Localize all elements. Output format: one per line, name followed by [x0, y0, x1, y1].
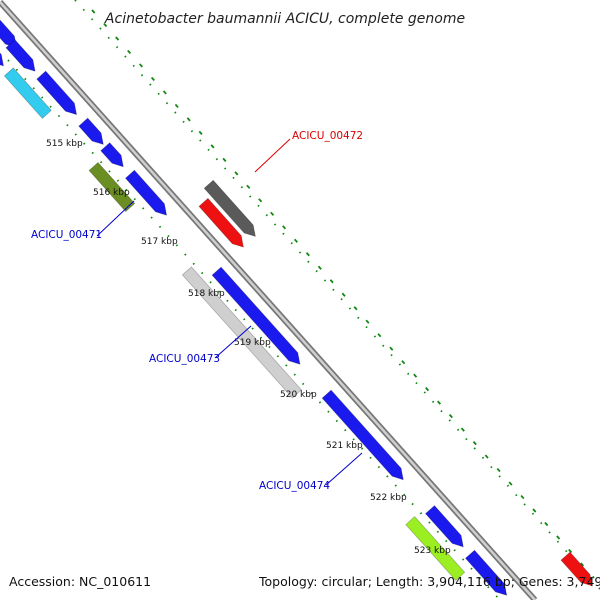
gene-feature[interactable]	[100, 142, 124, 168]
gene-feature[interactable]	[405, 516, 466, 581]
gene-features	[0, 19, 593, 596]
guide-line	[91, 9, 595, 579]
accession-text: Accession: NC_010611	[9, 574, 151, 589]
gene-feature[interactable]	[424, 505, 464, 548]
leader-line	[96, 200, 135, 237]
guide-line	[74, 0, 600, 590]
genome-backbone	[0, 0, 538, 600]
gene-name-labels: ACICU_00472 ACICU_00471 ACICU_00473 ACIC…	[31, 130, 363, 492]
gene-feature[interactable]	[3, 67, 52, 119]
gene-feature[interactable]	[203, 179, 256, 237]
gene-feature[interactable]	[36, 70, 78, 116]
leader-line	[214, 325, 252, 359]
gene-feature[interactable]	[124, 169, 168, 216]
kbp-label: 521 kbp	[326, 441, 363, 451]
gene-feature-acicu-00473-partner[interactable]	[211, 266, 301, 365]
kbp-label: 520 kbp	[280, 390, 317, 400]
topology-text: Topology: circular; Length: 3,904,116 bp…	[258, 574, 600, 589]
gene-feature-acicu-00473[interactable]	[181, 266, 302, 399]
kbp-label: 517 kbp	[141, 237, 178, 247]
gene-label-acicu-00472[interactable]: ACICU_00472	[292, 130, 363, 142]
gene-feature[interactable]	[464, 549, 508, 596]
kbp-label: 516 kbp	[93, 188, 130, 198]
leader-line	[254, 138, 291, 173]
kbp-label: 522 kbp	[370, 493, 407, 503]
kbp-label: 518 kbp	[188, 289, 225, 299]
kbp-label: 515 kbp	[46, 139, 83, 149]
leader-line	[325, 452, 363, 486]
map-title: Acinetobacter baumannii ACICU, complete …	[104, 11, 465, 27]
gene-feature[interactable]	[5, 39, 36, 72]
kbp-label: 519 kbp	[234, 338, 271, 348]
kbp-label: 523 kbp	[414, 546, 451, 556]
gene-feature-acicu-00471[interactable]	[88, 161, 136, 213]
gene-label-acicu-00474[interactable]: ACICU_00474	[259, 480, 330, 492]
gene-feature[interactable]	[78, 117, 104, 145]
gene-label-acicu-00473[interactable]: ACICU_00473	[149, 353, 220, 365]
gene-feature[interactable]	[560, 551, 593, 587]
gene-label-acicu-00471[interactable]: ACICU_00471	[31, 229, 102, 241]
gene-feature[interactable]	[0, 36, 5, 67]
dotted-guide-tracks	[7, 0, 600, 600]
kbp-labels: 515 kbp 516 kbp 517 kbp 518 kbp 519 kbp …	[46, 139, 451, 556]
gene-feature-acicu-00472[interactable]	[198, 197, 244, 248]
gene-feature-acicu-00474[interactable]	[321, 389, 404, 481]
